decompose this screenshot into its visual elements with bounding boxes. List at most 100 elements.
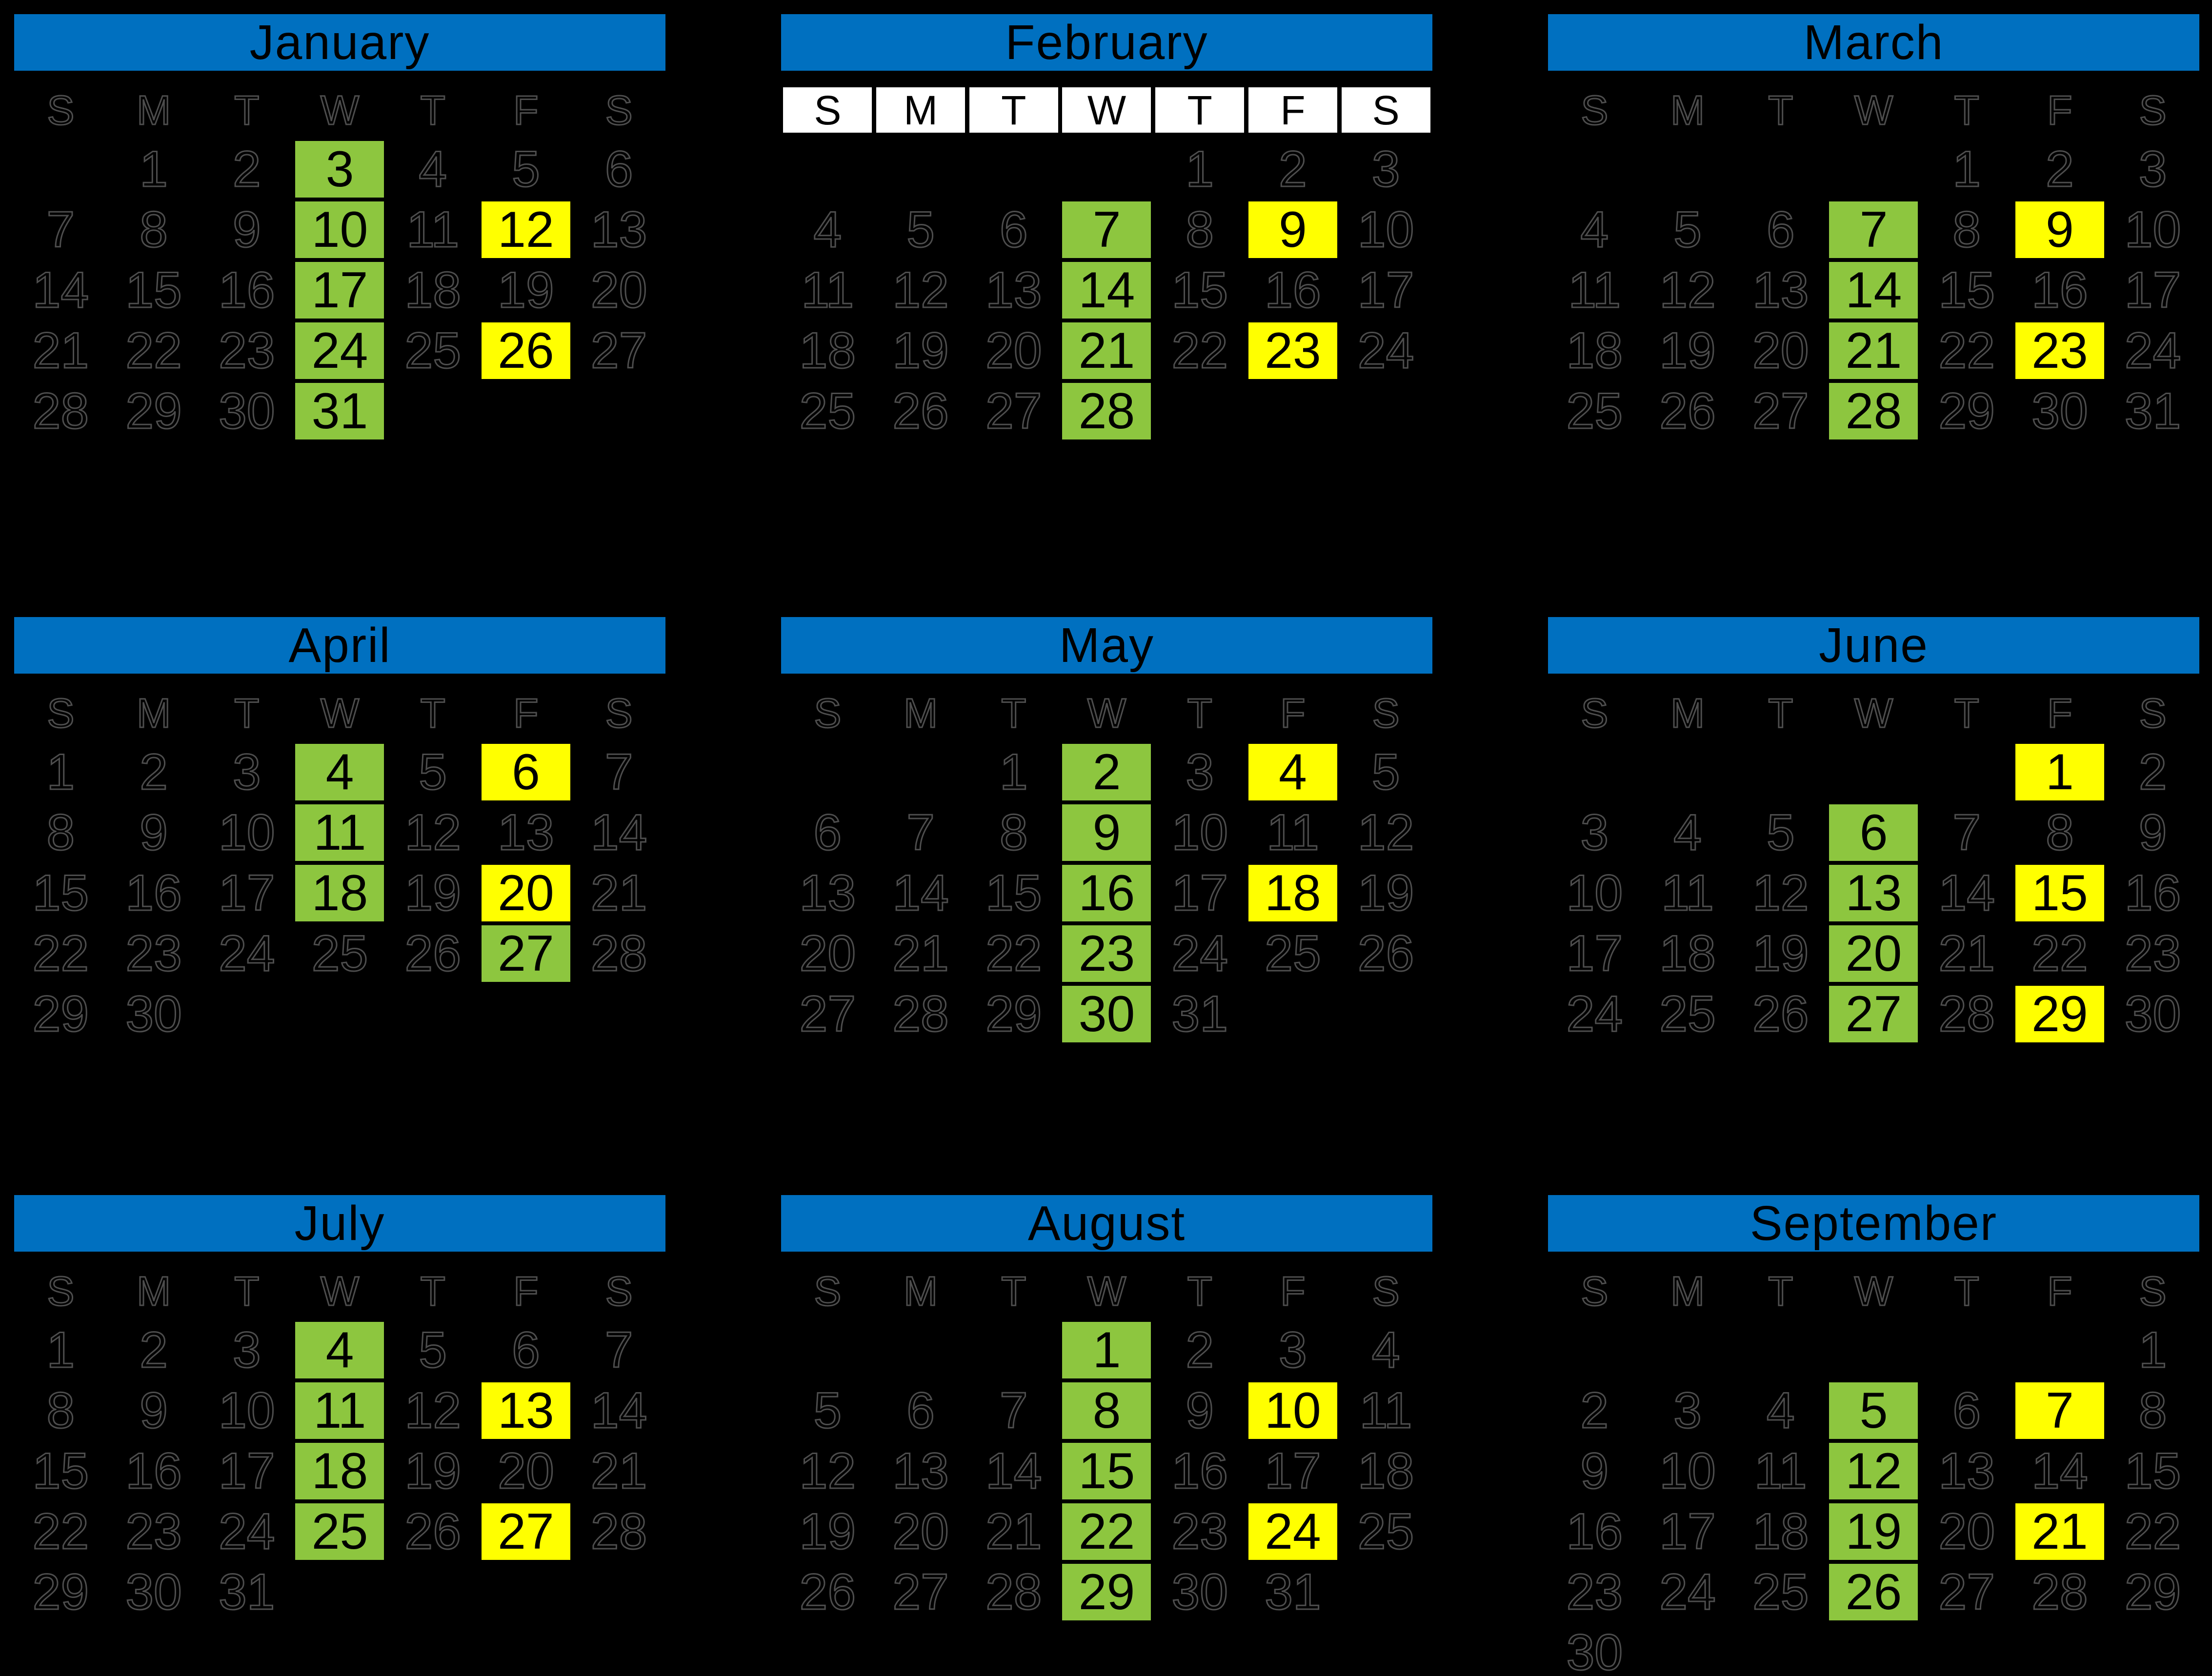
day-cell: 16 xyxy=(1060,865,1153,925)
day-of-week-cell: W xyxy=(1827,690,1920,736)
day-cell xyxy=(386,986,480,1046)
day-cell: 24 xyxy=(1641,1564,1734,1624)
day-cell: 22 xyxy=(2013,925,2107,986)
day-number-faint: 29 xyxy=(1938,383,1996,439)
day-number-faint: 28 xyxy=(985,1564,1043,1620)
day-number-green-highlight: 31 xyxy=(295,383,384,439)
day-cell: 8 xyxy=(107,201,201,262)
day-number-faint: 28 xyxy=(1938,986,1996,1042)
day-cell: 19 xyxy=(1339,865,1432,925)
day-number-faint: 2 xyxy=(1580,1382,1609,1439)
day-of-week-letter: S xyxy=(814,87,842,133)
day-cell: 19 xyxy=(874,322,967,383)
day-cell: 28 xyxy=(572,1503,665,1564)
day-of-week-cell: S xyxy=(1339,1268,1432,1314)
day-number-faint: 4 xyxy=(1580,201,1609,258)
day-cell: 28 xyxy=(1827,383,1920,443)
day-cell xyxy=(1734,744,1827,804)
day-cell: 20 xyxy=(480,1443,573,1503)
day-cell: 26 xyxy=(874,383,967,443)
day-number-faint: 20 xyxy=(1751,322,1810,379)
day-number-faint: 25 xyxy=(404,322,462,379)
day-number-faint: 16 xyxy=(1264,262,1322,319)
day-cell: 27 xyxy=(480,925,573,986)
day-of-week-letter: T xyxy=(234,1268,260,1314)
day-number-faint: 21 xyxy=(32,322,90,379)
day-number-faint: 2 xyxy=(2045,141,2075,198)
month-title-bar: April xyxy=(14,617,665,674)
day-number-faint: 23 xyxy=(1566,1564,1624,1620)
day-cell: 2 xyxy=(1153,1322,1247,1382)
day-number-yellow-highlight: 4 xyxy=(1248,744,1337,800)
day-cell: 7 xyxy=(1827,201,1920,262)
day-number-faint: 26 xyxy=(1357,925,1415,982)
day-cell: 20 xyxy=(480,865,573,925)
day-cell xyxy=(874,1322,967,1382)
day-cell: 2 xyxy=(107,1322,201,1382)
day-number-green-highlight: 27 xyxy=(1829,986,1918,1042)
day-of-week-cell: T xyxy=(967,1268,1060,1314)
day-cell: 3 xyxy=(200,744,293,804)
day-number-yellow-highlight: 9 xyxy=(1248,201,1337,258)
day-number-green-highlight: 22 xyxy=(1062,1503,1151,1560)
day-number-faint: 28 xyxy=(590,1503,648,1560)
day-of-week-letter: T xyxy=(1768,690,1794,736)
day-of-week-letter: T xyxy=(1187,87,1212,133)
day-cell: 17 xyxy=(200,865,293,925)
day-of-week-letter: T xyxy=(1953,1268,1980,1314)
day-of-week-letter: T xyxy=(420,690,446,736)
day-of-week-cell: W xyxy=(1827,1268,1920,1314)
day-number-faint: 24 xyxy=(1171,925,1229,982)
day-number-faint: 5 xyxy=(1673,201,1703,258)
day-cell xyxy=(1548,744,1641,804)
day-cell xyxy=(1339,383,1432,443)
day-number-faint: 6 xyxy=(604,141,634,198)
day-number-faint: 19 xyxy=(799,1503,857,1560)
day-cell: 29 xyxy=(2013,986,2107,1046)
day-cell: 15 xyxy=(107,262,201,322)
day-number-faint: 22 xyxy=(1938,322,1996,379)
day-number-faint: 5 xyxy=(418,1322,448,1378)
day-cell: 7 xyxy=(1920,804,2013,865)
day-number-green-highlight: 1 xyxy=(1062,1322,1151,1378)
day-cell: 12 xyxy=(480,201,573,262)
day-cell: 4 xyxy=(1247,744,1340,804)
day-number-green-highlight: 18 xyxy=(295,865,384,921)
day-number-faint: 26 xyxy=(892,383,950,439)
day-of-week-cell: S xyxy=(2106,1268,2199,1314)
day-cell: 31 xyxy=(293,383,386,443)
day-of-week-cell: T xyxy=(1920,690,2013,736)
day-of-week-letter: S xyxy=(46,87,75,133)
day-cell: 3 xyxy=(1641,1382,1734,1443)
day-number-faint: 3 xyxy=(1673,1382,1703,1439)
day-number-faint: 25 xyxy=(1566,383,1624,439)
day-cell: 13 xyxy=(1734,262,1827,322)
day-cell: 24 xyxy=(1153,925,1247,986)
day-number-faint: 6 xyxy=(813,804,843,861)
day-number-faint: 5 xyxy=(1766,804,1795,861)
day-of-week-cell: W xyxy=(293,690,386,736)
day-number-faint: 16 xyxy=(2124,865,2182,921)
day-of-week-cell: S xyxy=(572,690,665,736)
day-cell: 18 xyxy=(293,865,386,925)
day-cell: 30 xyxy=(107,1564,201,1624)
day-number-faint: 16 xyxy=(125,1443,183,1499)
day-of-week-letter: S xyxy=(813,1268,842,1314)
day-cell xyxy=(1339,1564,1432,1624)
day-number-green-highlight: 11 xyxy=(295,804,384,861)
day-cell: 22 xyxy=(967,925,1060,986)
day-cell: 27 xyxy=(874,1564,967,1624)
day-cell: 10 xyxy=(200,804,293,865)
day-cell: 23 xyxy=(200,322,293,383)
day-cell: 25 xyxy=(1734,1564,1827,1624)
day-cell: 19 xyxy=(1734,925,1827,986)
